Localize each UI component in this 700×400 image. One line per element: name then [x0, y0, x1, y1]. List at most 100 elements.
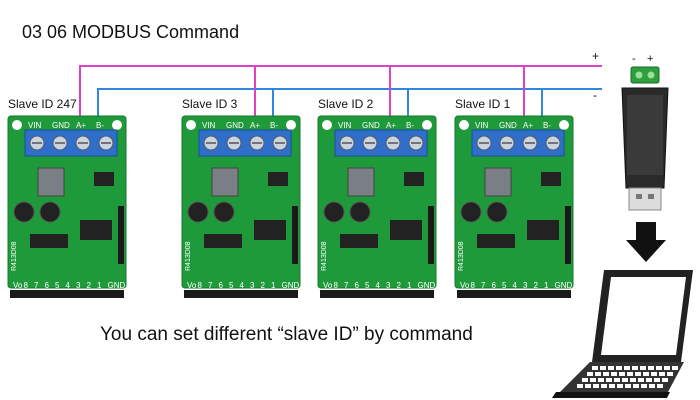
capacitor — [13, 201, 35, 223]
keyboard-key — [601, 384, 607, 388]
keyboard-key — [593, 384, 599, 388]
bus-plus-label: + — [592, 49, 599, 63]
keyboard-key — [603, 372, 609, 376]
pin-label: 1 — [271, 281, 276, 290]
mount-hole — [422, 120, 432, 130]
adapter-minus-label: - — [632, 53, 636, 65]
side-header — [565, 206, 571, 264]
keyboard-key — [577, 384, 583, 388]
board-model-label: R413D08 — [11, 241, 18, 271]
pin-label: 8 — [334, 281, 339, 290]
pin-label: GND — [282, 281, 300, 290]
adapter-screw — [647, 71, 655, 79]
pin-label: 1 — [407, 281, 412, 290]
keyboard-key — [606, 378, 612, 382]
mount-hole — [112, 120, 122, 130]
keyboard-key — [627, 372, 633, 376]
terminal-label: VIN — [338, 121, 352, 130]
keyboard-key — [585, 384, 591, 388]
mount-hole — [459, 120, 469, 130]
capacitor — [187, 201, 209, 223]
keyboard-key — [611, 372, 617, 376]
pin-label: 7 — [481, 281, 486, 290]
keyboard-key — [582, 378, 588, 382]
usb-plug-hole — [636, 194, 642, 199]
usb-plug-hole — [648, 194, 654, 199]
keyboard-key — [624, 366, 630, 370]
pin-label: 3 — [250, 281, 255, 290]
keyboard-key — [643, 372, 649, 376]
small-chip — [541, 172, 561, 186]
terminal-label: VIN — [475, 121, 489, 130]
terminal-label: B- — [543, 121, 551, 130]
pin-label: 6 — [45, 281, 50, 290]
slave-id-label: Slave ID 1 — [455, 97, 511, 111]
keyboard-key — [648, 366, 654, 370]
pin-label: 7 — [208, 281, 213, 290]
side-header — [292, 206, 298, 264]
pin-label: 2 — [397, 281, 402, 290]
mount-hole — [559, 120, 569, 130]
laptop-keyboard — [577, 366, 678, 388]
pin-label: Vo — [460, 281, 470, 290]
keyboard-key — [598, 378, 604, 382]
keyboard-key — [672, 366, 678, 370]
capacitor — [323, 201, 345, 223]
keyboard-key — [632, 366, 638, 370]
terminal-label: A+ — [386, 121, 396, 130]
terminal-label: GND — [226, 121, 244, 130]
pin-label: 5 — [365, 281, 370, 290]
pin-label: Vo — [13, 281, 23, 290]
pin-header — [10, 290, 124, 298]
capacitor — [39, 201, 61, 223]
adapter-screw — [635, 71, 643, 79]
laptop-icon — [552, 270, 693, 398]
usb-rs485-adapter: - + — [621, 53, 669, 211]
keyboard-key — [619, 372, 625, 376]
pin-label: 6 — [355, 281, 360, 290]
adapter-body-shine — [627, 95, 663, 175]
main-chip — [527, 220, 559, 240]
terminal-label: GND — [362, 121, 380, 130]
keyboard-key — [595, 372, 601, 376]
pin-label: 7 — [34, 281, 39, 290]
pin-label: 8 — [24, 281, 29, 290]
keyboard-key — [646, 378, 652, 382]
pin-label: 3 — [386, 281, 391, 290]
regulator — [37, 167, 65, 197]
regulator — [211, 167, 239, 197]
pin-label: 3 — [523, 281, 528, 290]
pin-label: 2 — [261, 281, 266, 290]
bus-wire-plus — [79, 65, 602, 117]
pin-label: 1 — [97, 281, 102, 290]
pin-label: 5 — [229, 281, 234, 290]
adapter-plus-label: + — [647, 53, 653, 65]
slave-id-label: Slave ID 3 — [182, 97, 238, 111]
keyboard-key — [590, 378, 596, 382]
keyboard-key — [616, 366, 622, 370]
keyboard-key — [667, 372, 673, 376]
main-chip — [80, 220, 112, 240]
side-header — [428, 206, 434, 264]
pin-label: Vo — [323, 281, 333, 290]
pin-label: 8 — [471, 281, 476, 290]
keyboard-key — [614, 378, 620, 382]
terminal-label: GND — [52, 121, 70, 130]
keyboard-key — [657, 384, 663, 388]
capacitor — [213, 201, 235, 223]
pin-label: 3 — [76, 281, 81, 290]
keyboard-key — [633, 384, 639, 388]
capacitor — [349, 201, 371, 223]
regulator — [484, 167, 512, 197]
terminal-label: A+ — [250, 121, 260, 130]
main-chip — [340, 234, 378, 248]
pin-label: GND — [555, 281, 573, 290]
pin-label: 8 — [198, 281, 203, 290]
rs485-bus: + - — [79, 49, 602, 117]
board-model-label: R413D08 — [185, 241, 192, 271]
pin-header — [457, 290, 571, 298]
mount-hole — [286, 120, 296, 130]
